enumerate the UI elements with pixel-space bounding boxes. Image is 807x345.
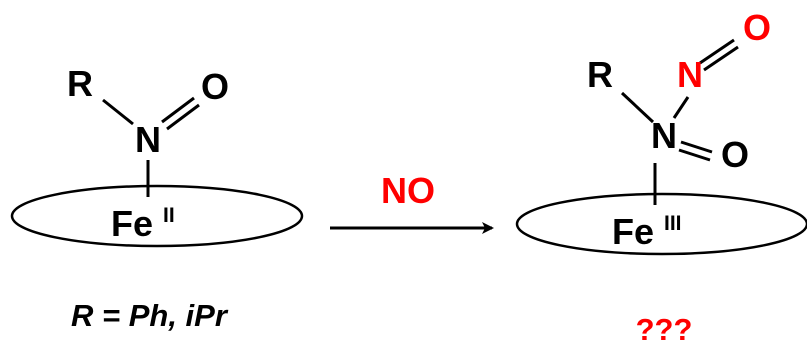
reactant-complex: R N O Fe II [10,63,304,248]
substituent-note: R = Ph, iPr [71,298,229,333]
product-complex: R N O N O Fe III [515,7,807,256]
reactant-n-o-double-bond-1 [161,96,195,124]
unknown-product-marker: ??? [636,312,693,345]
reactant-fe-atom: Fe [111,203,153,244]
reactant-porphyrin-ellipse [10,184,304,248]
product-porphyrin-ellipse [515,192,807,256]
product-n-atom: N [651,115,677,156]
product-n-o-double-bond-2 [678,148,711,162]
product-nitroso-o-atom: O [743,7,771,48]
product-nitroso-n-atom: N [677,54,703,95]
product-fe-atom: Fe [612,211,654,252]
product-n-nitroso-bond [672,96,690,119]
product-nitroso-n-o-double-bond-1 [699,38,735,65]
reactant-r-n-bond [102,98,134,126]
product-fe-oxidation-state: III [664,212,682,235]
reactant-n-o-double-bond-2 [166,103,200,131]
reaction-arrow-group: NO [330,170,494,234]
product-o-atom: O [721,134,749,175]
reactant-o-atom: O [201,66,229,107]
reactant-r-atom: R [67,63,93,104]
product-n-o-double-bond-1 [680,140,713,154]
product-r-n-bond [620,91,655,124]
product-r-atom: R [587,54,613,95]
reactant-fe-oxidation-state: II [163,204,175,227]
reagent-label: NO [381,170,435,211]
reactant-n-atom: N [135,119,161,160]
product-nitroso-n-o-double-bond-2 [703,45,739,72]
